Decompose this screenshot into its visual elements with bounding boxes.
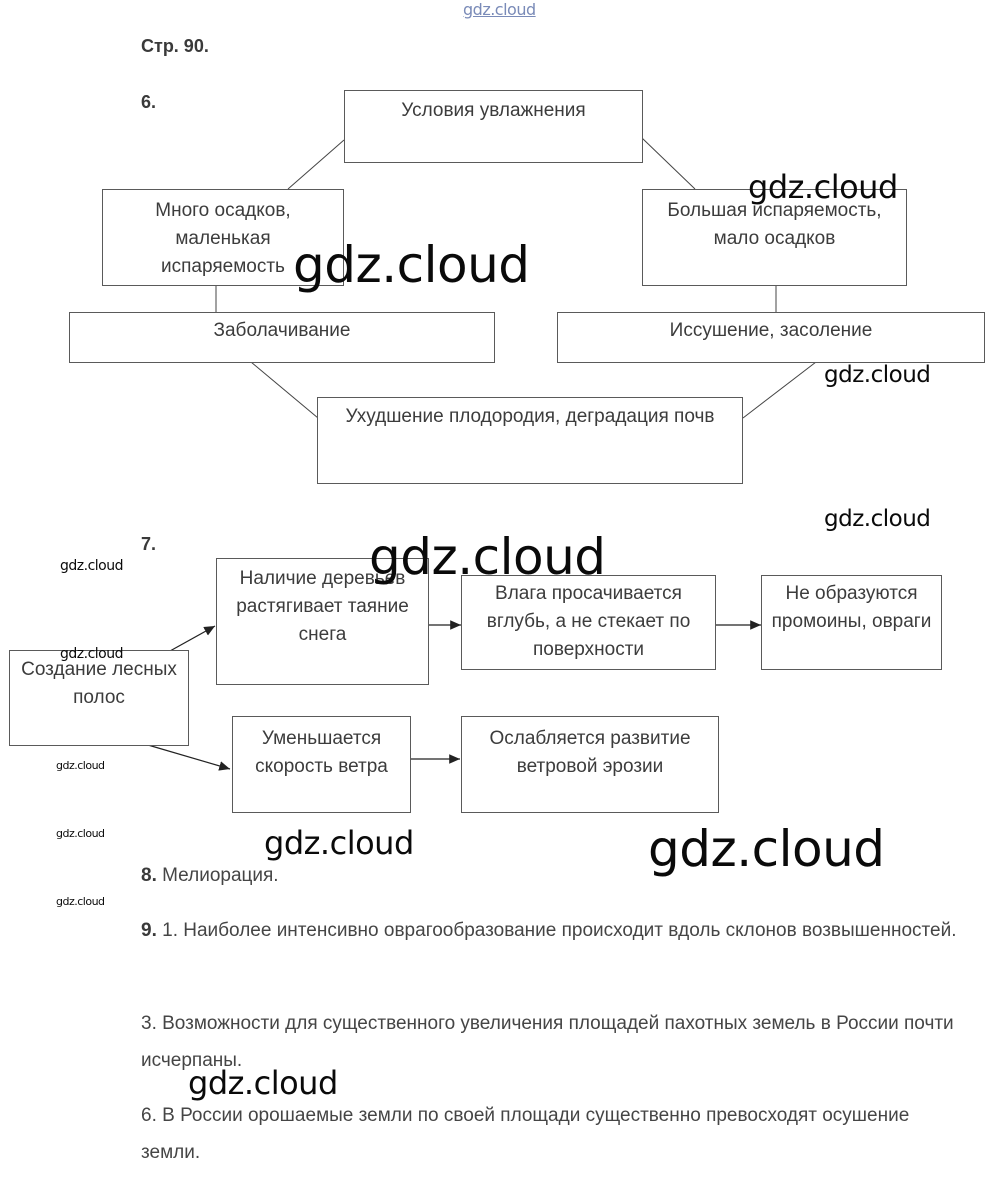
node-high-evaporation: Большая испаряемость, мало осадков [642,189,907,286]
node-forest-belts: Создание лесных полос [9,650,189,746]
watermark: gdz.cloud [60,558,123,574]
page-ref: Стр. 90. [141,36,209,56]
task9-item-3: 3. Возможности для существенного увеличе… [141,1013,954,1071]
task8-answer: 8. Мелиорация. [141,865,279,886]
node-wind-erosion: Ослабляется развитие ветровой эрозии [461,716,719,813]
watermark: gdz.cloud [824,362,931,388]
node-much-precipitation: Много осадков, маленькая испаряемость [102,189,344,286]
watermark: gdz.cloud [56,895,105,908]
node-waterlogging: Заболачивание [69,312,495,363]
watermark: gdz.cloud [56,827,105,840]
arrow-root-row2 [147,744,231,771]
watermark: gdz.cloud [293,236,530,294]
connector-top-left [287,139,345,190]
task9-item-6: 6. В России орошаемые земли по своей пло… [141,1105,910,1163]
watermark: gdz.cloud [56,759,105,772]
node-no-ravines: Не образуются промоины, овраги [761,575,942,670]
watermark: gdz.cloud [369,528,606,586]
node-snow-melting: Наличие деревьев растягивает таяние снег… [216,558,429,685]
arrow-root-row1 [169,625,216,652]
watermark: gdz.cloud [824,506,931,532]
node-wind-speed: Уменьшается скорость ветра [232,716,411,813]
task6-number: 6. [141,92,157,112]
watermark: gdz.cloud [748,168,898,206]
node-drying-salinization: Иссушение, засоление [557,312,985,363]
node-soil-degradation: Ухудшение плодородия, деградация почв [317,397,743,484]
connector-left-bottom [250,361,319,419]
task9-item-1: 9. 1. Наиболее интенсивно оврагообразова… [141,920,957,941]
watermark: gdz.cloud [60,646,123,662]
watermark: gdz.cloud [648,820,885,878]
node-moisture-conditions: Условия увлажнения [344,90,643,163]
watermark: gdz.cloud [264,824,414,862]
task7-number: 7. [141,534,157,554]
watermark: gdz.cloud [188,1064,338,1102]
watermark-top[interactable]: gdz.cloud [463,0,536,19]
connector-top-right [641,137,696,190]
node-moisture-seeps: Влага просачивается вглубь, а не стекает… [461,575,716,670]
connector-right-bottom [742,361,817,419]
